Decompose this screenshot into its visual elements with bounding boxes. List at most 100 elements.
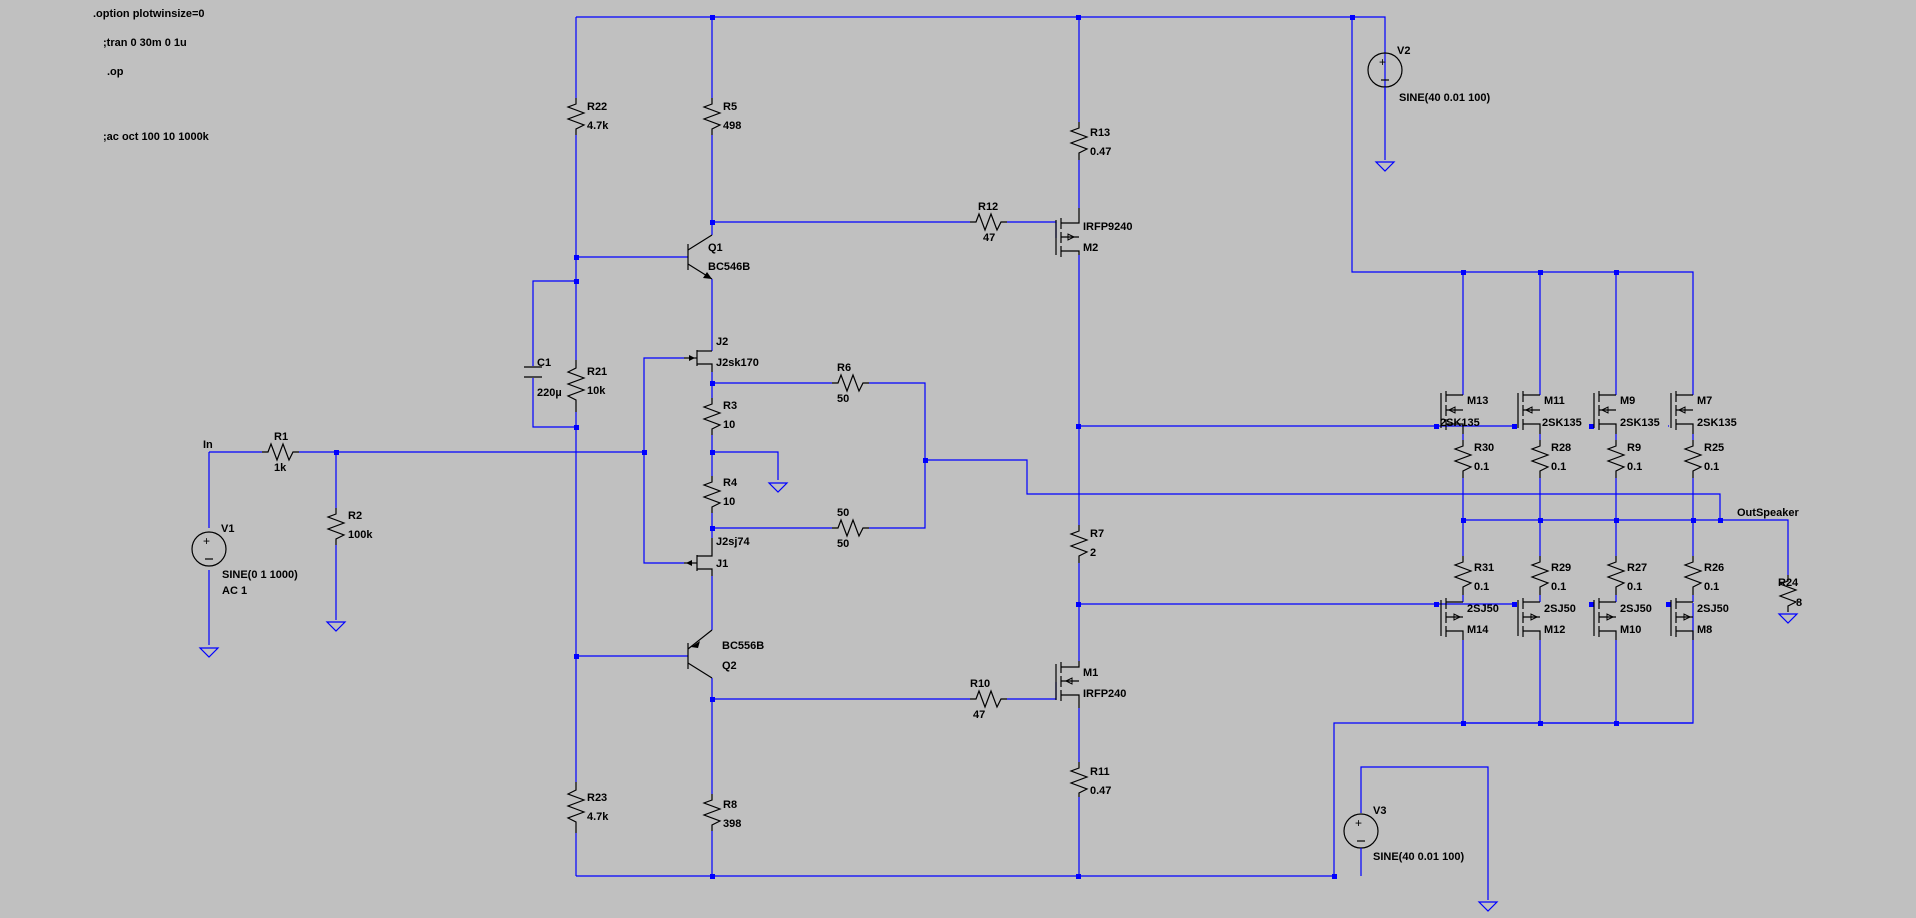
resistor-r8[interactable]: R8 398 <box>702 794 741 831</box>
mosfet-m13[interactable]: M13 2SK135 <box>1440 391 1488 434</box>
transistor-q2[interactable]: BC556B Q2 <box>687 629 764 679</box>
jfet-j2[interactable]: J2 J2sk170 <box>684 336 759 372</box>
resistor-value: 10 <box>723 496 735 508</box>
resistor-name: R9 <box>1627 442 1641 454</box>
resistor-name: R1 <box>274 431 288 443</box>
resistor-r29[interactable]: R29 0.1 <box>1530 556 1571 595</box>
svg-text:+: + <box>1355 816 1362 830</box>
resistor-r6[interactable]: R6 50 <box>832 362 869 405</box>
resistor-r4[interactable]: R4 10 <box>702 476 738 513</box>
resistor-name: R2 <box>348 510 362 522</box>
resistor-r25[interactable]: R25 0.1 <box>1683 440 1724 478</box>
mosfet-m11[interactable]: M11 2SK135 <box>1517 391 1582 434</box>
resistor-name: R4 <box>723 477 738 489</box>
directive-tran[interactable]: ;tran 0 30m 0 1u <box>103 37 187 49</box>
mosfet-name: M2 <box>1083 242 1098 254</box>
resistor-r22[interactable]: R22 4.7k <box>566 98 609 135</box>
ground-symbols <box>198 161 1799 912</box>
source-value: SINE(40 0.01 100) <box>1373 851 1464 863</box>
resistor-r24[interactable]: R24 8 <box>1778 575 1802 612</box>
resistor-r9[interactable]: R9 0.1 <box>1606 440 1642 478</box>
resistor-value: 4.7k <box>587 120 609 132</box>
resistor-value: 4.7k <box>587 811 609 823</box>
resistor-r26[interactable]: R26 0.1 <box>1683 556 1724 595</box>
resistor-value: 47 <box>973 709 985 721</box>
mosfet-m9[interactable]: M9 2SK135 <box>1593 391 1660 434</box>
mosfet-m7[interactable]: M7 2SK135 <box>1670 391 1737 434</box>
resistor-value: 0.1 <box>1474 581 1489 593</box>
resistor-name: R3 <box>723 400 737 412</box>
resistor-r2[interactable]: R2 100k <box>326 508 373 545</box>
resistor-r12[interactable]: R12 47 <box>970 201 1007 244</box>
resistor-value: 498 <box>723 120 741 132</box>
capacitor-value: 220µ <box>537 387 562 399</box>
capacitor-c1[interactable]: C1 220µ <box>524 357 562 399</box>
mosfet-model: 2SK135 <box>1440 417 1480 429</box>
resistor-value: 2 <box>1090 547 1096 559</box>
resistor-r30[interactable]: R30 0.1 <box>1453 440 1494 478</box>
resistor-r7[interactable]: R7 2 <box>1069 525 1104 563</box>
svg-text:+: + <box>203 534 210 548</box>
mosfet-m12[interactable]: 2SJ50 M12 <box>1517 598 1576 640</box>
ground-r24 <box>1777 613 1799 624</box>
resistor-name: R27 <box>1627 562 1647 574</box>
directive-plotwinsize[interactable]: .option plotwinsize=0 <box>93 8 205 20</box>
jfet-j1[interactable]: J2sj74 J1 <box>684 536 751 576</box>
resistor-value: 47 <box>983 232 995 244</box>
resistor-value: 0.1 <box>1627 461 1642 473</box>
resistor-r28[interactable]: R28 0.1 <box>1530 440 1571 478</box>
mosfet-model: IRFP240 <box>1083 688 1126 700</box>
resistor-r10[interactable]: R10 47 <box>970 678 1007 721</box>
resistor-r23[interactable]: R23 4.7k <box>566 782 609 833</box>
resistor-name: R21 <box>587 366 607 378</box>
resistor-name: R5 <box>723 101 737 113</box>
net-label-outspeaker[interactable]: OutSpeaker <box>1737 507 1799 519</box>
mosfet-m10[interactable]: 2SJ50 M10 <box>1593 598 1652 640</box>
net-label-in[interactable]: In <box>203 439 213 451</box>
resistor-name: R11 <box>1090 766 1110 778</box>
resistor-r11[interactable]: R11 0.47 <box>1069 762 1111 797</box>
ground-r3r4 <box>767 482 789 493</box>
voltage-source-v1[interactable]: + V1 SINE(0 1 1000) AC 1 <box>191 523 298 597</box>
resistor-r13[interactable]: R13 0.47 <box>1069 122 1111 160</box>
directive-ac[interactable]: ;ac oct 100 10 1000k <box>103 131 210 143</box>
voltage-source-v3[interactable]: + V3 SINE(40 0.01 100) <box>1343 805 1464 876</box>
transistor-model: BC546B <box>708 261 750 273</box>
mosfet-model: 2SJ50 <box>1697 603 1729 615</box>
mosfet-model: 2SJ50 <box>1467 603 1499 615</box>
resistor-r1[interactable]: R1 1k <box>262 431 299 474</box>
mosfet-name: M12 <box>1544 624 1565 636</box>
resistor-r31[interactable]: R31 0.1 <box>1453 556 1494 595</box>
jfet-model: J2sk170 <box>716 357 759 369</box>
resistor-name: R7 <box>1090 528 1104 540</box>
resistor-value: 0.1 <box>1474 461 1489 473</box>
resistor-name: 50 <box>837 507 849 519</box>
resistor-name: R31 <box>1474 562 1494 574</box>
resistor-value: 100k <box>348 529 373 541</box>
mosfet-model: IRFP9240 <box>1083 221 1133 233</box>
ground-v3 <box>1477 901 1499 912</box>
resistor-value: 398 <box>723 818 741 830</box>
junction-dots <box>334 15 1723 879</box>
mosfet-m2[interactable]: IRFP9240 M2 <box>1055 208 1133 257</box>
resistor-name: R25 <box>1704 442 1724 454</box>
resistor-r6b[interactable]: 50 50 <box>832 507 869 550</box>
resistor-value: 10 <box>723 419 735 431</box>
mosfet-name: M10 <box>1620 624 1641 636</box>
mosfet-m1[interactable]: M1 IRFP240 <box>1055 661 1126 708</box>
jfet-name: J2 <box>716 336 728 348</box>
resistor-name: R26 <box>1704 562 1724 574</box>
resistor-r5[interactable]: R5 498 <box>702 98 741 135</box>
resistor-r27[interactable]: R27 0.1 <box>1606 556 1647 595</box>
directive-op[interactable]: .op <box>107 66 124 78</box>
voltage-source-v2[interactable]: + V2 SINE(40 0.01 100) <box>1367 45 1490 160</box>
transistor-q1[interactable]: Q1 BC546B <box>687 234 750 280</box>
source-name: V1 <box>221 523 234 535</box>
mosfet-model: 2SK135 <box>1697 417 1737 429</box>
source-name: V3 <box>1373 805 1386 817</box>
mosfet-m8[interactable]: 2SJ50 M8 <box>1670 598 1729 640</box>
resistor-r3[interactable]: R3 10 <box>702 398 737 435</box>
resistor-r21[interactable]: R21 10k <box>566 360 607 412</box>
mosfet-m14[interactable]: 2SJ50 M14 <box>1440 598 1499 640</box>
